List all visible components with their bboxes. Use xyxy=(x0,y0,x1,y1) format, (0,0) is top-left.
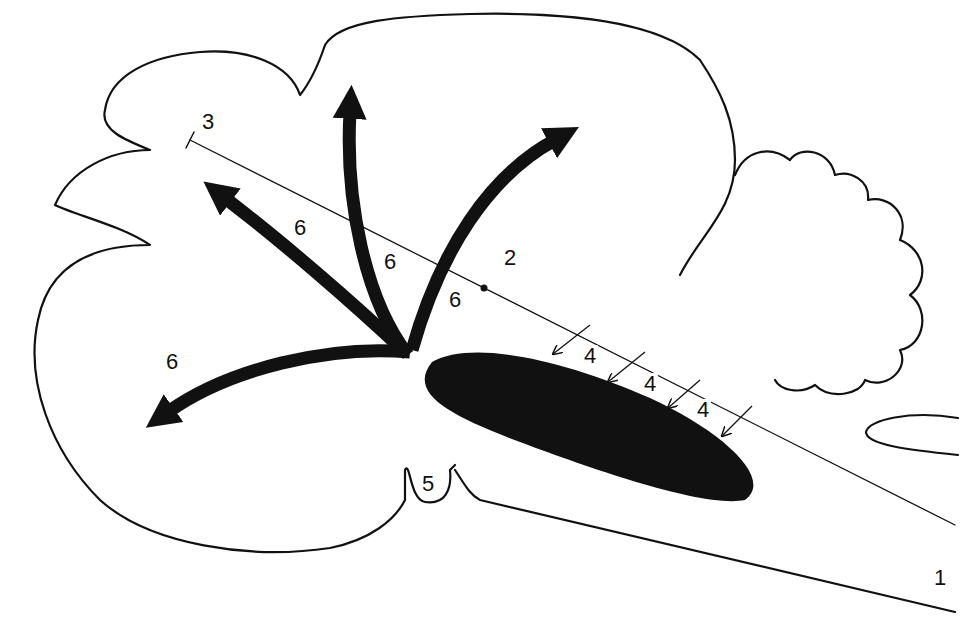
projection-arrow xyxy=(168,351,410,412)
collateral-arrow xyxy=(608,352,645,382)
ventricle-outline xyxy=(866,415,958,455)
callout-number: 6 xyxy=(164,351,180,373)
callout-number: 4 xyxy=(642,373,658,395)
callout-number: 6 xyxy=(382,251,398,273)
callout-number: 5 xyxy=(420,473,436,495)
reference-point xyxy=(481,285,488,292)
collateral-arrow xyxy=(722,406,752,436)
callout-number: 4 xyxy=(582,345,598,367)
projection-arrow xyxy=(412,140,555,350)
reference-tick xyxy=(186,132,194,148)
callout-number: 1 xyxy=(932,567,948,589)
callout-number: 6 xyxy=(447,289,463,311)
cerebellum-outline xyxy=(735,152,922,394)
reticular-formation xyxy=(425,353,754,502)
callout-number: 4 xyxy=(695,399,711,421)
projection-arrow xyxy=(225,198,405,352)
callout-number: 3 xyxy=(200,111,216,133)
reference-line xyxy=(190,140,955,525)
callout-number: 6 xyxy=(292,217,308,239)
projection-arrow xyxy=(349,112,408,355)
callout-number: 2 xyxy=(502,247,518,269)
